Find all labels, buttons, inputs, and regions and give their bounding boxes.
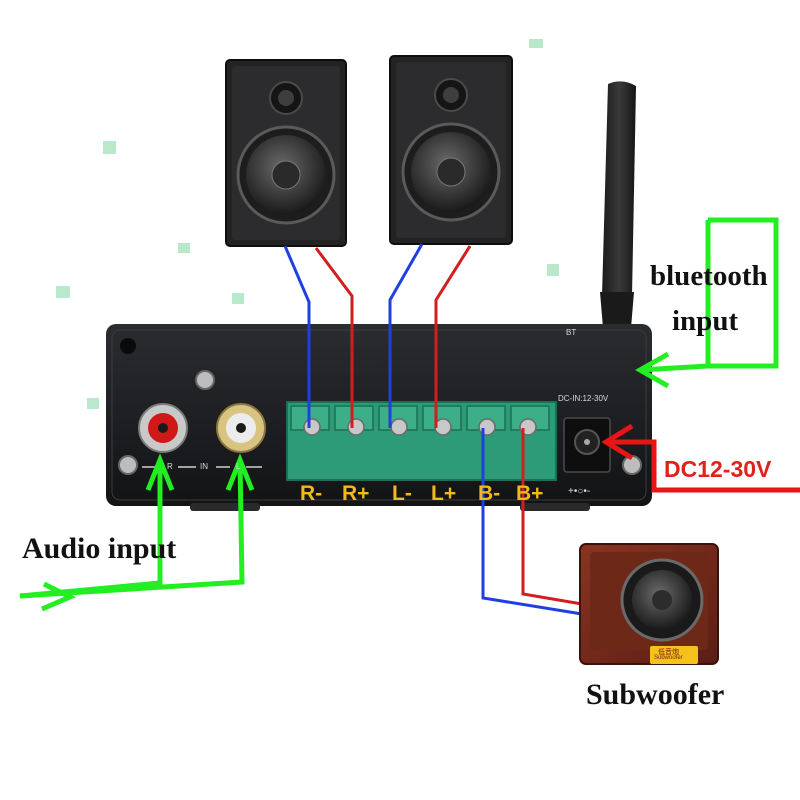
terminal-label-r-minus: R- (300, 482, 323, 505)
subwoofer-badge-line1: 低音炮 (658, 649, 679, 656)
right-speaker (389, 55, 513, 245)
terminal-label-b-minus: B- (478, 482, 501, 505)
rca-jack-right (138, 403, 188, 453)
audio-input-arrows (19, 453, 255, 612)
terminal-label-r-plus: R+ (342, 482, 370, 505)
wire-left-positive (434, 245, 472, 428)
terminal-label-b-plus: B+ (516, 482, 544, 505)
dc-supply-arrow (601, 423, 800, 493)
bluetooth-arrow (634, 217, 779, 389)
antenna-tag: BT (566, 328, 577, 337)
dc-in-marking: DC-IN:12-30V (558, 394, 609, 403)
wire-left-negative (388, 243, 424, 428)
rca-marking-r: R (167, 462, 173, 471)
rca-marking-l: L (236, 462, 241, 471)
wire-sub-positive (521, 428, 583, 606)
subwoofer-badge-line2: Subwoofer (654, 655, 683, 661)
wire-right-negative (283, 245, 311, 428)
bluetooth-label-line2: input (672, 305, 739, 337)
terminal-label-l-minus: L- (392, 482, 412, 505)
wire-right-positive (314, 247, 354, 428)
dc-supply-label: DC12-30V (664, 456, 772, 482)
dc-polarity-symbol: +•○•- (568, 486, 591, 497)
dc-jack (563, 417, 611, 473)
subwoofer-cabinet (579, 543, 719, 665)
terminal-label-l-plus: L+ (431, 482, 457, 505)
rca-jack-left (216, 403, 266, 453)
terminal-block (286, 401, 557, 481)
left-speaker (225, 59, 347, 247)
speaker-wires (283, 243, 583, 616)
subwoofer-label: Subwoofer (586, 678, 725, 711)
audio-input-label: Audio input (22, 532, 177, 565)
bluetooth-label-line1: bluetooth (650, 260, 768, 292)
rca-marking-in: IN (200, 462, 208, 471)
wire-sub-negative (481, 428, 583, 616)
